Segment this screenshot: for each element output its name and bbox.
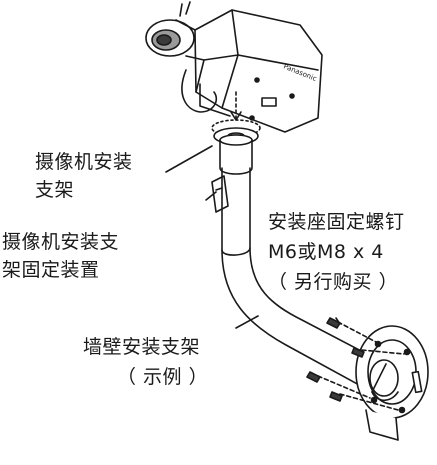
- label-wall-bracket-line1: 墙壁安装支架: [83, 336, 201, 358]
- label-wall-bracket: 墙壁安装支架 （ 示例 ）: [83, 335, 208, 389]
- label-camera-fixing-line1: 摄像机安装支: [2, 231, 120, 253]
- leader-lines: [165, 145, 341, 329]
- label-camera-bracket-line2: 支架: [35, 179, 75, 201]
- mount-screws: [306, 317, 405, 411]
- label-mount-screws-line1: 安装座固定螺钉: [268, 211, 405, 233]
- bracket-head: [211, 134, 253, 213]
- wall-base-plate: [355, 325, 429, 441]
- wall-bracket-arm: [221, 167, 387, 393]
- label-camera-bracket-line1: 摄像机安装: [35, 151, 133, 173]
- label-camera-fixing: 摄像机安装支 架固定装置: [2, 230, 119, 282]
- label-mount-screws-line3: （ 另行购买 ）: [268, 271, 399, 293]
- label-mount-screws: 安装座固定螺钉 M6或M8 x 4 （ 另行购买 ）: [268, 210, 405, 294]
- camera-body: [145, 1, 323, 133]
- label-mount-screws-line2: M6或M8 x 4: [268, 241, 384, 263]
- label-camera-bracket: 摄像机安装 支架: [35, 150, 133, 202]
- label-wall-bracket-line2: （ 示例 ）: [117, 366, 209, 388]
- label-camera-fixing-line2: 架固定装置: [2, 259, 100, 281]
